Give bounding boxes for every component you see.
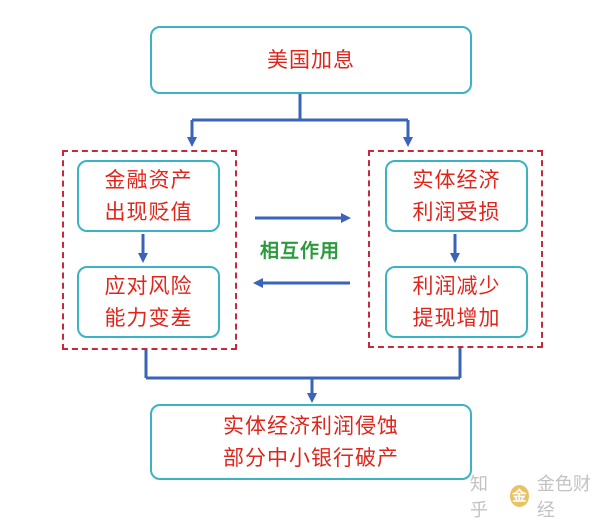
node-label-line: 利润减少 (412, 274, 501, 298)
node-risk-capacity-weaker: 应对风险 能力变差 (77, 266, 220, 338)
node-label-line: 利润受损 (412, 200, 501, 224)
right-group-frame (368, 150, 543, 348)
node-profit-reduction: 利润减少 提现增加 (385, 266, 528, 338)
node-label-line: 实体经济 (412, 168, 501, 192)
jinse-logo-icon: 金 (509, 485, 529, 507)
left-group-frame (62, 150, 237, 350)
interaction-label: 相互作用 (260, 240, 341, 262)
node-label-line: 金融资产 (104, 168, 193, 192)
node-label-line: 提现增加 (412, 306, 501, 330)
connectors (138, 93, 462, 403)
node-bank-failures: 实体经济利润侵蚀 部分中小银行破产 (150, 404, 472, 480)
node-label-line: 能力变差 (104, 306, 193, 330)
node-asset-depreciation: 金融资产 出现贬值 (77, 160, 220, 232)
node-label-line: 出现贬值 (104, 200, 193, 224)
node-label-line: 美国加息 (267, 48, 355, 72)
watermark-source: 知乎 (470, 474, 488, 521)
node-us-rate-hike: 美国加息 (150, 26, 472, 94)
node-label-line: 实体经济利润侵蚀 (223, 414, 399, 438)
node-label-line: 应对风险 (104, 274, 193, 298)
diagram: 美国加息 金融资产 出现贬值 应对风险 能力变差 实体经济 利润受损 利润减少 … (62, 26, 591, 521)
watermark: 知乎 金 金色财经 (470, 470, 600, 522)
node-label-line: 部分中小银行破产 (223, 446, 399, 470)
node-real-economy-profit-loss: 实体经济 利润受损 (385, 160, 528, 232)
watermark-brand: 金色财经 (536, 474, 591, 521)
